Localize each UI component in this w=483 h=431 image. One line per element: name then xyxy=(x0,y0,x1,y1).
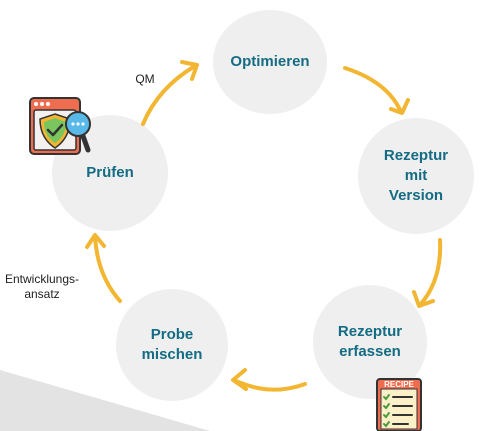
arrow-optimieren-to-rezeptur-version xyxy=(343,66,403,114)
node-rezeptur-mit-version-line3: Version xyxy=(388,187,444,204)
arrow-pruefen-to-optimieren xyxy=(141,64,197,126)
arrow-probe-to-pruefen xyxy=(93,234,122,303)
label-qm: QM xyxy=(135,72,155,86)
label-entwicklungsansatz: Entwicklungs- ansatz xyxy=(0,272,84,302)
node-rezeptur-erfassen-line2: erfassen xyxy=(339,343,401,360)
label-entwicklungsansatz-line2: ansatz xyxy=(24,287,60,301)
node-pruefen-label: Prüfen xyxy=(86,164,134,181)
shield-check-browser-icon xyxy=(29,97,91,155)
node-rezeptur-mit-version-line1: Rezeptur xyxy=(383,147,449,164)
node-probe-mischen-line1: Probe xyxy=(150,326,194,343)
node-optimieren-label: Optimieren xyxy=(230,53,310,70)
arrow-erfassen-to-probe xyxy=(232,378,307,392)
node-rezeptur-erfassen-line1: Rezeptur xyxy=(337,323,403,340)
recipe-card-icon: RECIPE xyxy=(376,378,422,431)
node-probe-mischen-line2: mischen xyxy=(141,346,203,363)
node-rezeptur-mit-version: Rezeptur mit Version xyxy=(358,118,474,234)
label-entwicklungsansatz-line1: Entwicklungs- xyxy=(4,272,80,286)
node-optimieren: Optimieren xyxy=(213,10,327,114)
recipe-badge-text: RECIPE xyxy=(384,380,414,389)
node-rezeptur-mit-version-line2: mit xyxy=(404,167,428,184)
node-probe-mischen: Probe mischen xyxy=(116,289,228,401)
arrow-rezeptur-version-to-erfassen xyxy=(418,238,443,307)
